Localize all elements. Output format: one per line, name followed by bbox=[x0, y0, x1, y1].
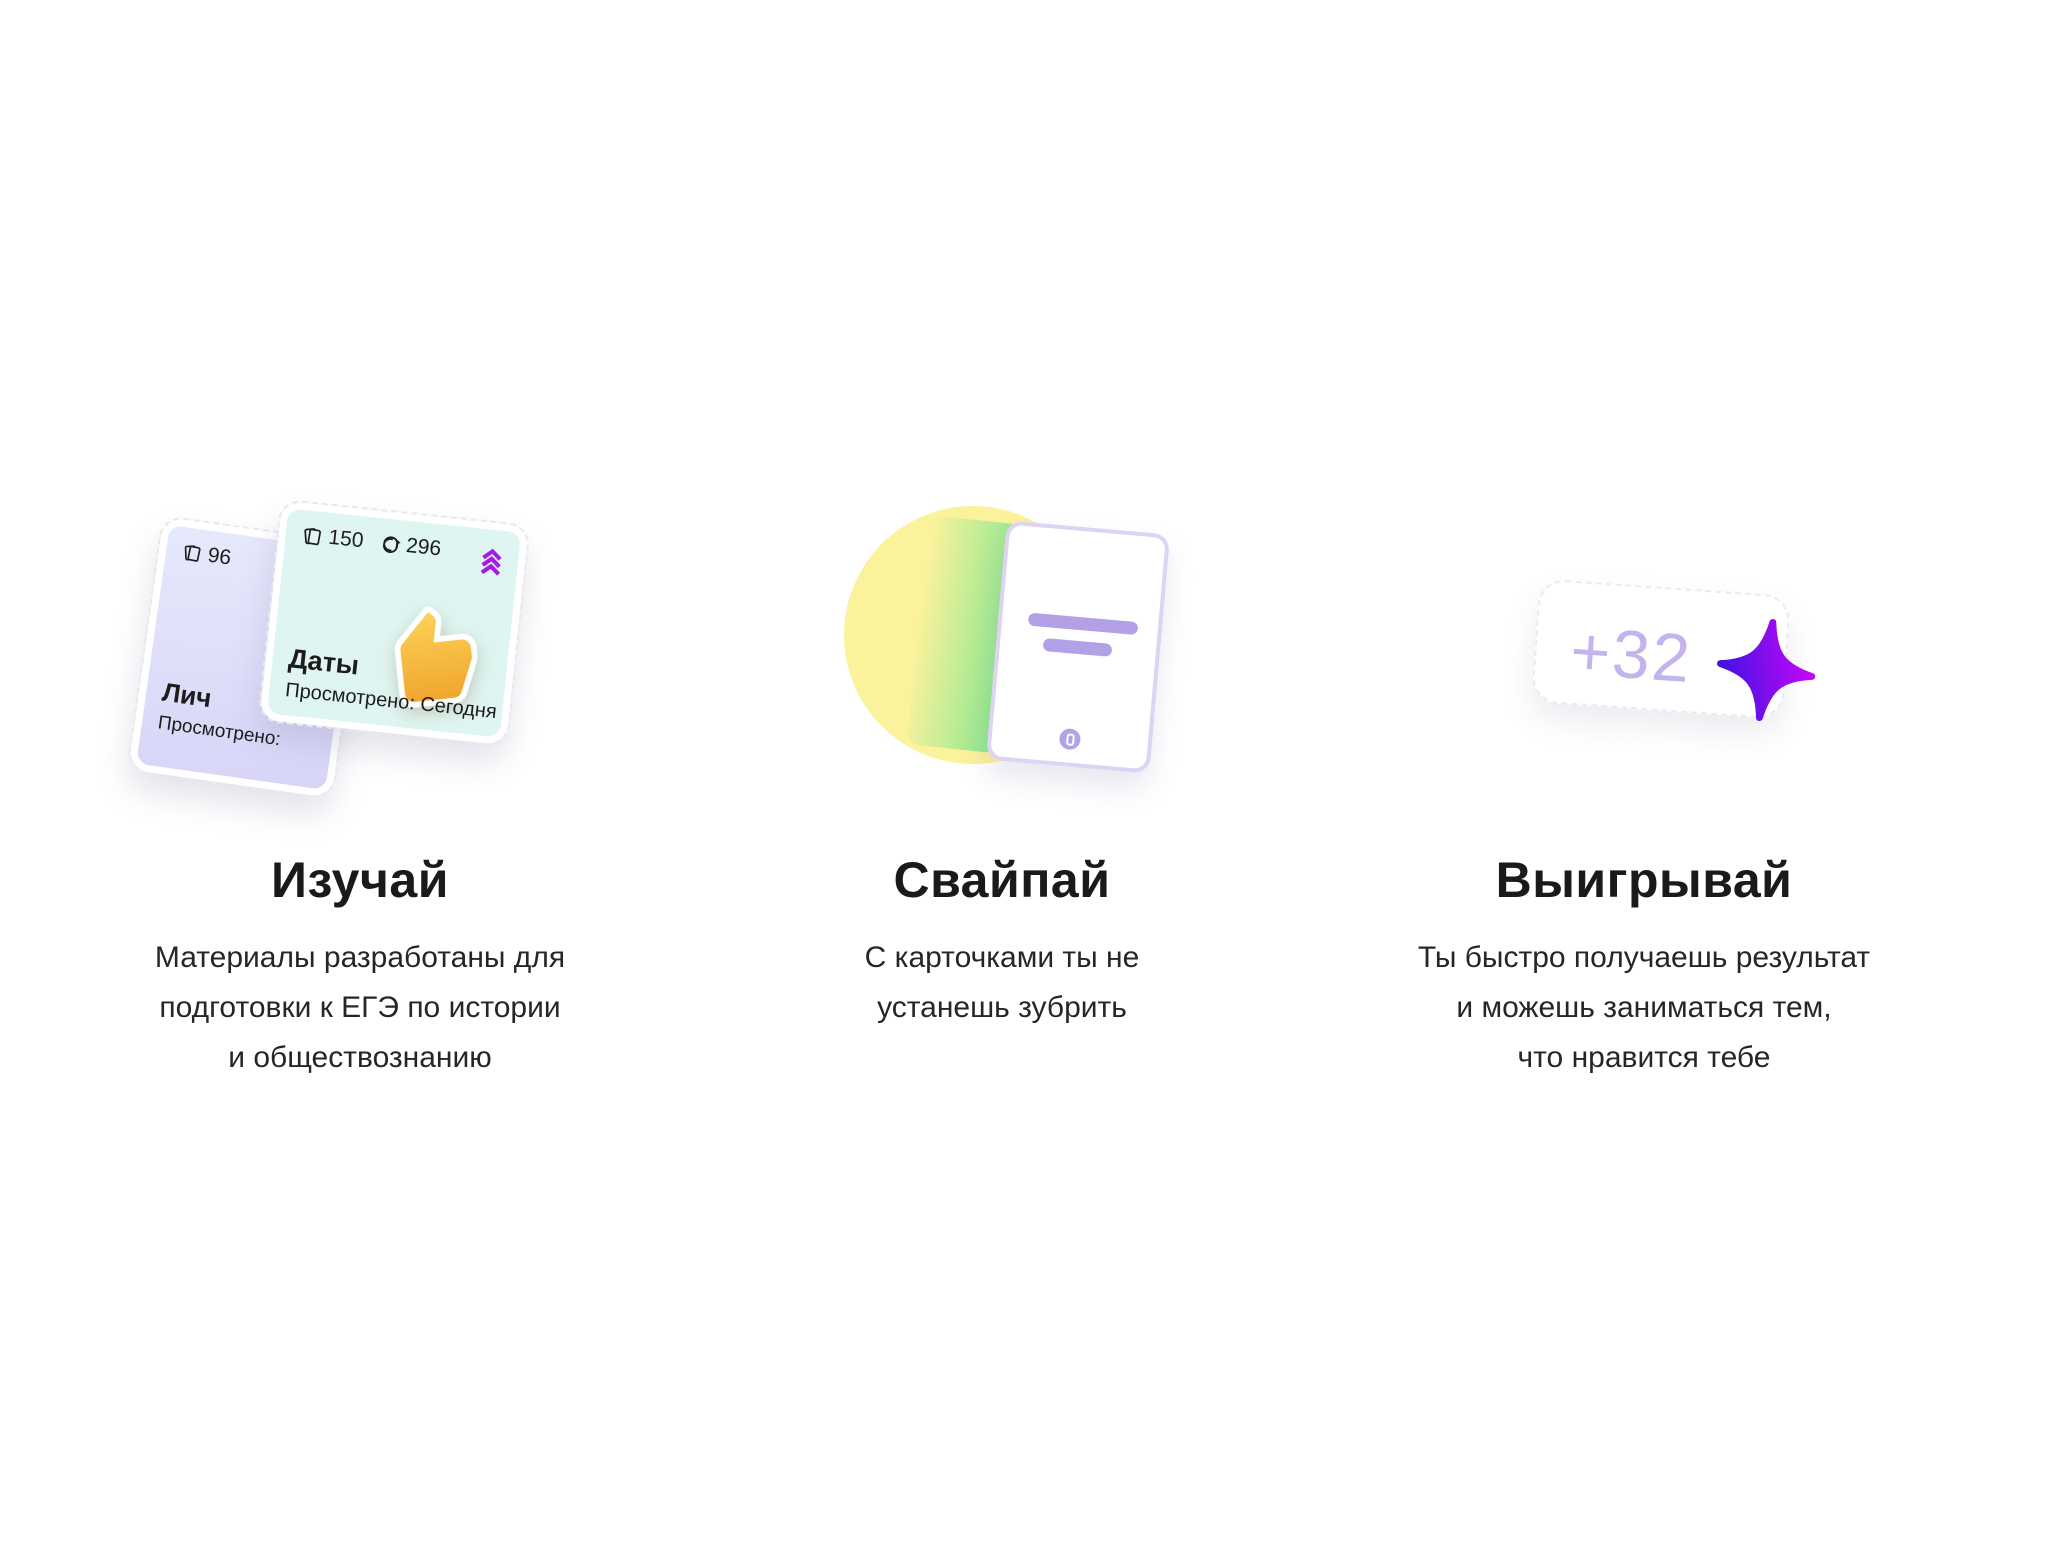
feature-title: Выигрывай bbox=[1495, 852, 1793, 908]
flashcard-deck-front: 150 296 bbox=[257, 498, 531, 748]
cards-count-value: 96 bbox=[206, 543, 233, 570]
features-section: 96 Лич Просмотрено: bbox=[39, 470, 1965, 1083]
win-illustration: +32 bbox=[1323, 470, 1965, 800]
sparkle-star-icon bbox=[1708, 611, 1824, 730]
swipe-illustration bbox=[681, 470, 1323, 800]
feature-study: 96 Лич Просмотрено: bbox=[39, 470, 681, 1083]
swipe-card bbox=[985, 520, 1171, 774]
text-placeholder-line bbox=[1042, 637, 1113, 657]
chevrons-up-icon bbox=[478, 546, 504, 579]
cards-stack-icon bbox=[304, 527, 322, 545]
feature-description: Ты быстро получаешь результат и можешь з… bbox=[1323, 933, 1965, 1083]
deck-stats: 96 bbox=[165, 525, 359, 588]
description-line: и обществознанию bbox=[228, 1041, 492, 1074]
cards-count-value: 150 bbox=[327, 525, 365, 553]
description-line: и можешь заниматься тем, bbox=[1456, 991, 1832, 1024]
description-line: Ты быстро получаешь результат bbox=[1417, 941, 1871, 974]
repeat-count: 296 bbox=[379, 531, 442, 561]
app-logo-icon bbox=[1058, 727, 1082, 751]
feature-win: +32 Выигрывай Ты быстро получаешь резуль… bbox=[1323, 470, 1965, 1083]
description-line: Материалы разработаны для bbox=[154, 941, 566, 974]
feature-swipe: Свайпай С карточками ты не устанешь зубр… bbox=[681, 470, 1323, 1083]
description-line: устанешь зубрить bbox=[877, 991, 1127, 1024]
deck-stats: 150 296 bbox=[285, 508, 522, 569]
feature-description: С карточками ты не устанешь зубрить bbox=[681, 933, 1323, 1033]
description-line: что нравится тебе bbox=[1517, 1041, 1771, 1074]
repeat-count-value: 296 bbox=[405, 533, 443, 561]
flashcard-deck-back: 96 Лич Просмотрено: bbox=[125, 514, 370, 801]
text-placeholder-line bbox=[1027, 612, 1139, 636]
description-line: С карточками ты не bbox=[864, 941, 1140, 974]
thumbs-up-sticker bbox=[376, 597, 497, 718]
cards-count: 150 bbox=[299, 523, 365, 553]
card-glyph bbox=[1065, 732, 1075, 746]
description-line: подготовки к ЕГЭ по истории bbox=[159, 991, 561, 1024]
cards-count: 96 bbox=[179, 540, 233, 571]
cards-stack-icon bbox=[184, 545, 201, 562]
points-value: +32 bbox=[1568, 612, 1695, 698]
feature-description: Материалы разработаны для подготовки к Е… bbox=[39, 933, 681, 1083]
feature-title: Изучай bbox=[271, 852, 449, 908]
study-illustration: 96 Лич Просмотрено: bbox=[39, 470, 681, 801]
feature-title: Свайпай bbox=[893, 852, 1111, 908]
repeat-icon bbox=[383, 535, 401, 553]
